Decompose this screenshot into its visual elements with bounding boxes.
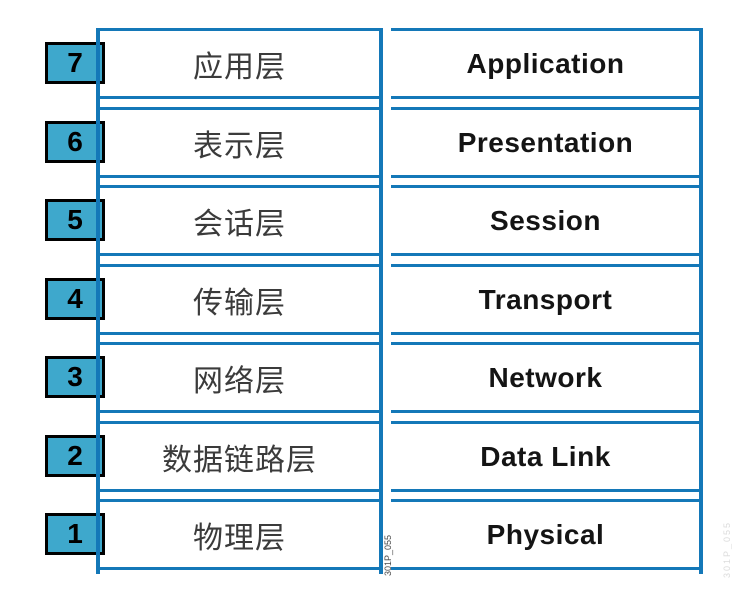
chinese-layer-box-2: 数据链路层 <box>96 421 383 492</box>
left-rail-line <box>96 28 100 574</box>
chinese-layer-label: 物理层 <box>193 521 286 555</box>
layer-row-2: 数据链路层 Data Link 2 <box>0 421 750 492</box>
layer-number-box-3: 3 <box>45 356 105 398</box>
english-layer-label: Application <box>466 47 625 79</box>
layer-row-1: 物理层 Physical 1 <box>0 499 750 570</box>
chinese-layer-label: 表示层 <box>193 129 286 163</box>
english-layer-box-2: Data Link <box>391 421 703 492</box>
english-layer-box-7: Application <box>391 28 703 99</box>
english-layer-box-6: Presentation <box>391 107 703 178</box>
right-rail-line <box>699 28 703 574</box>
layer-number-box-7: 7 <box>45 42 105 84</box>
english-layer-label: Data Link <box>480 440 611 472</box>
chinese-layer-box-4: 传输层 <box>96 264 383 335</box>
chinese-layer-box-5: 会话层 <box>96 185 383 256</box>
english-layer-label: Transport <box>478 283 613 315</box>
english-layer-label: Physical <box>486 518 605 550</box>
english-layer-box-4: Transport <box>391 264 703 335</box>
english-layer-label: Session <box>490 204 601 236</box>
chinese-layer-box-6: 表示层 <box>96 107 383 178</box>
english-layer-box-1: Physical <box>391 499 703 570</box>
watermark-text: 301P_055 <box>383 534 393 576</box>
layer-number-label: 1 <box>67 518 83 549</box>
english-layer-label: Network <box>488 361 603 393</box>
layer-row-3: 网络层 Network 3 <box>0 342 750 413</box>
layer-row-4: 传输层 Transport 4 <box>0 264 750 335</box>
chinese-layer-box-1: 物理层 <box>96 499 383 570</box>
layer-number-box-6: 6 <box>45 121 105 163</box>
chinese-layer-box-3: 网络层 <box>96 342 383 413</box>
chinese-layer-box-7: 应用层 <box>96 28 383 99</box>
layer-row-5: 会话层 Session 5 <box>0 185 750 256</box>
english-layer-label: Presentation <box>457 126 634 158</box>
layer-row-7: 应用层 Application 7 <box>0 28 750 99</box>
faint-edge-mark: 301P_055 <box>722 520 732 578</box>
chinese-layer-label: 网络层 <box>193 364 286 398</box>
chinese-layer-label: 应用层 <box>193 50 286 84</box>
layer-number-label: 4 <box>67 283 83 314</box>
chinese-layer-label: 传输层 <box>193 286 286 320</box>
chinese-layer-label: 数据链路层 <box>162 443 317 477</box>
layer-number-box-1: 1 <box>45 513 105 555</box>
layer-row-6: 表示层 Presentation 6 <box>0 107 750 178</box>
english-layer-box-5: Session <box>391 185 703 256</box>
chinese-layer-label: 会话层 <box>193 207 286 241</box>
layer-number-box-4: 4 <box>45 278 105 320</box>
middle-rail-line <box>379 28 383 574</box>
layer-number-box-2: 2 <box>45 435 105 477</box>
layer-number-box-5: 5 <box>45 199 105 241</box>
layer-number-label: 7 <box>67 47 83 78</box>
english-layer-box-3: Network <box>391 342 703 413</box>
layer-number-label: 5 <box>67 204 83 235</box>
layer-number-label: 3 <box>67 361 83 392</box>
layer-number-label: 2 <box>67 440 83 471</box>
layer-number-label: 6 <box>67 126 83 157</box>
